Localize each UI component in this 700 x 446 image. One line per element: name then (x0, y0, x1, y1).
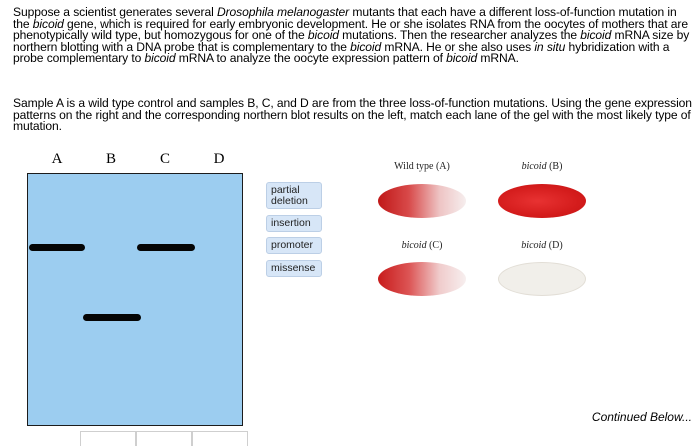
option-promoter[interactable]: promoter (266, 237, 322, 254)
question-instruction: Sample A is a wild type control and samp… (13, 96, 692, 133)
answer-box-stub[interactable] (192, 431, 248, 446)
embryo-image-c (378, 262, 466, 296)
answer-box-stub[interactable] (80, 431, 136, 446)
embryo-label-a: Wild type (A) (394, 161, 450, 172)
question-intro: Suppose a scientist generates several Dr… (13, 5, 690, 65)
answer-box-stub[interactable] (136, 431, 192, 446)
northern-blot-gel (27, 173, 243, 426)
option-insertion[interactable]: insertion (266, 215, 322, 232)
gel-band-lane-c (137, 244, 195, 251)
lane-label-d: D (213, 151, 225, 167)
embryo-label-b: bicoid (B) (521, 161, 563, 172)
option-missense[interactable]: missense (266, 260, 322, 277)
embryo-image-b (498, 184, 586, 218)
option-partial-deletion[interactable]: partial deletion (266, 182, 322, 209)
embryo-label-d: bicoid (D) (521, 240, 563, 251)
gel-band-lane-a (29, 244, 85, 251)
gel-band-lane-b (83, 314, 141, 321)
embryo-label-c: bicoid (C) (401, 240, 443, 251)
lane-label-b: B (105, 151, 116, 167)
lane-label-c: C (159, 151, 170, 167)
embryo-image-wild-type (378, 184, 466, 218)
continued-note: Continued Below... (591, 410, 692, 424)
lane-label-a: A (51, 151, 63, 167)
embryo-image-d (498, 262, 586, 296)
